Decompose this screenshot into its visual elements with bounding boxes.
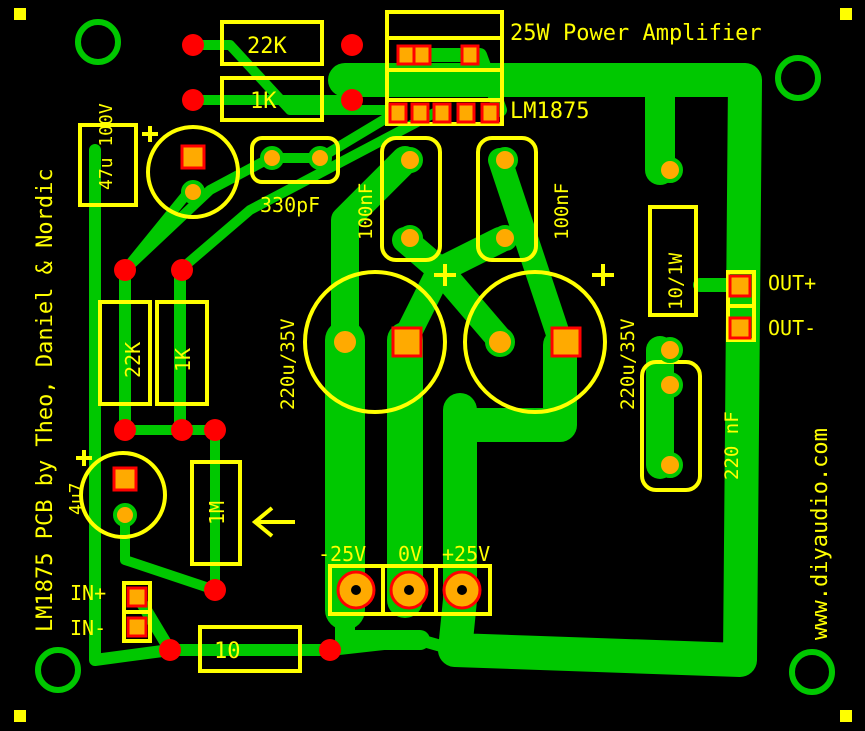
- cap-220u-left-body: [303, 270, 447, 414]
- plus-mark-220u-left: [434, 264, 456, 286]
- resistor-1k-top-outline: [220, 76, 324, 122]
- label-220u-left: 220u/35V: [277, 318, 299, 410]
- plus-mark-4u7: [76, 450, 92, 466]
- resistor-22k-top-outline: [220, 20, 324, 66]
- label-330pf: 330pF: [260, 193, 320, 217]
- resistor-1k-side-outline: [155, 300, 209, 406]
- mounting-hole-icon: [35, 647, 81, 693]
- label-22k-side: 22K: [121, 342, 145, 378]
- corner-markers: [14, 8, 852, 722]
- credit-text: LM1875 PCB by Theo, Daniel & Nordic: [33, 168, 58, 632]
- mounting-hole-icon: [775, 55, 821, 101]
- label-1m: 1M: [205, 501, 229, 525]
- power-terminal-outline: [328, 564, 492, 616]
- label-out-plus: OUT+: [768, 271, 816, 295]
- label-1k-side: 1K: [171, 348, 195, 372]
- cap-100nf-right-outline: [476, 136, 538, 262]
- label-out-minus: OUT-: [768, 316, 816, 340]
- cap-330pf-outline: [250, 136, 340, 184]
- plus-mark-220u-right: [592, 264, 614, 286]
- resistor-10-1w-outline: [648, 205, 698, 317]
- label-ground: 0V: [398, 542, 422, 566]
- pads-layer: [112, 34, 752, 661]
- cap-4u7-body: [79, 451, 167, 539]
- label-in-minus: IN-: [70, 616, 106, 640]
- cap-220u-right-body: [463, 270, 607, 414]
- label-100nf-left: 100nF: [355, 183, 377, 240]
- resistor-22k-side-outline: [98, 300, 152, 406]
- silkscreen-text: 25W Power Amplifier LM1875 22K 1K 330pF …: [33, 21, 833, 664]
- resistor-10-outline: [198, 625, 302, 673]
- board-title: 25W Power Amplifier: [510, 21, 762, 46]
- mounting-hole-icon: [789, 649, 835, 695]
- label-pos-supply: +25V: [442, 542, 490, 566]
- mounting-hole-icon: [75, 19, 121, 65]
- label-neg-supply: -25V: [318, 542, 366, 566]
- mounting-holes: [35, 19, 835, 695]
- label-10: 10: [214, 639, 241, 664]
- label-47u: 47u 100V: [96, 103, 117, 190]
- label-10-1w: 10/1W: [665, 252, 687, 310]
- chip-label: LM1875: [510, 99, 589, 124]
- arrow-left-icon: [251, 506, 295, 538]
- cap-47u-outline: [78, 123, 138, 207]
- website-text: www.diyaudio.com: [808, 428, 833, 640]
- resistor-1m-outline: [190, 460, 242, 566]
- label-1k-top: 1K: [250, 89, 277, 114]
- cap-47u-body: [146, 125, 240, 219]
- label-100nf-right: 100nF: [551, 183, 573, 240]
- cap-100nf-left-outline: [380, 136, 442, 262]
- label-220nf: 220 nF: [721, 411, 743, 480]
- label-4u7: 4u7: [66, 482, 87, 515]
- label-220u-right: 220u/35V: [617, 318, 639, 410]
- silkscreen-layer: [76, 10, 756, 673]
- label-22k-top: 22K: [247, 34, 287, 59]
- plus-mark-47u: [142, 126, 158, 142]
- label-in-plus: IN+: [70, 581, 106, 605]
